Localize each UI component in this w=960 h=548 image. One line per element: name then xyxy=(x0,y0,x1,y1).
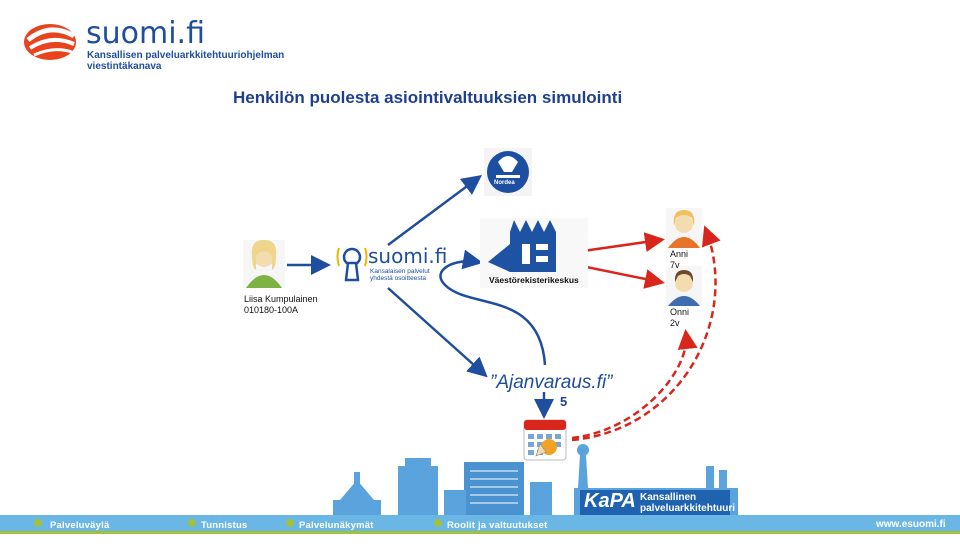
footer-nav-palvelunakymat[interactable]: Palvelunäkymät xyxy=(299,520,374,531)
brand-name: suomi.fi xyxy=(86,16,205,51)
brand-subtitle: Kansallisen palveluarkkitehtuuriohjelman… xyxy=(87,50,285,72)
user-name: Liisa Kumpulainen xyxy=(244,294,318,304)
suomifi-logo-icon xyxy=(24,24,76,60)
kapa-logo-icon xyxy=(580,490,730,515)
calendar-icon xyxy=(523,419,567,461)
user-id: 010180-100A xyxy=(244,305,299,315)
child1-name: Anni xyxy=(670,249,689,259)
step-number: 5 xyxy=(560,394,568,409)
arrow-ajanvaraus-to-registry xyxy=(439,249,547,366)
child2-name: Onni xyxy=(670,307,690,317)
dashed-arrow-to-onni xyxy=(571,329,698,440)
child-onni-icon xyxy=(666,266,702,306)
bank-name: Nordea xyxy=(494,180,515,186)
page-title: Henkilön puolesta asiointivaltuuksien si… xyxy=(233,88,623,107)
person-avatar-icon xyxy=(243,240,285,288)
child1-age: 7v xyxy=(670,260,680,270)
website-link[interactable]: www.esuomi.fi xyxy=(876,519,946,530)
footer-nav-roolit[interactable]: Roolit ja valtuutukset xyxy=(447,520,548,531)
registry-name: Väestörekisterikeskus xyxy=(489,275,579,285)
dashed-arrow-to-anni xyxy=(571,225,721,442)
nordea-logo-icon xyxy=(484,148,532,196)
child-anni-icon xyxy=(666,208,702,248)
booking-service-name: ”Ajanvaraus.fi” xyxy=(490,372,613,393)
footer-nav-bar xyxy=(0,515,960,531)
child2-age: 2v xyxy=(670,318,680,328)
suomifi-service-sub: Kansalaisen palvelut yhdestä osoitteesta xyxy=(370,268,430,282)
registry-building-icon xyxy=(480,218,588,288)
footer-nav-palveluvayla[interactable]: Palveluväylä xyxy=(50,520,110,531)
footer-nav-tunnistus[interactable]: Tunnistus xyxy=(201,520,248,531)
kapa-text: Kansallinen palveluarkkitehtuuri xyxy=(640,492,736,514)
kapa-name: KaPA xyxy=(584,490,636,512)
arrow-to-ajanvaraus xyxy=(387,287,488,378)
arrow-to-nordea xyxy=(387,175,483,247)
suomifi-service-name: suomi.fi xyxy=(368,244,448,268)
keyhole-icon xyxy=(336,247,368,282)
